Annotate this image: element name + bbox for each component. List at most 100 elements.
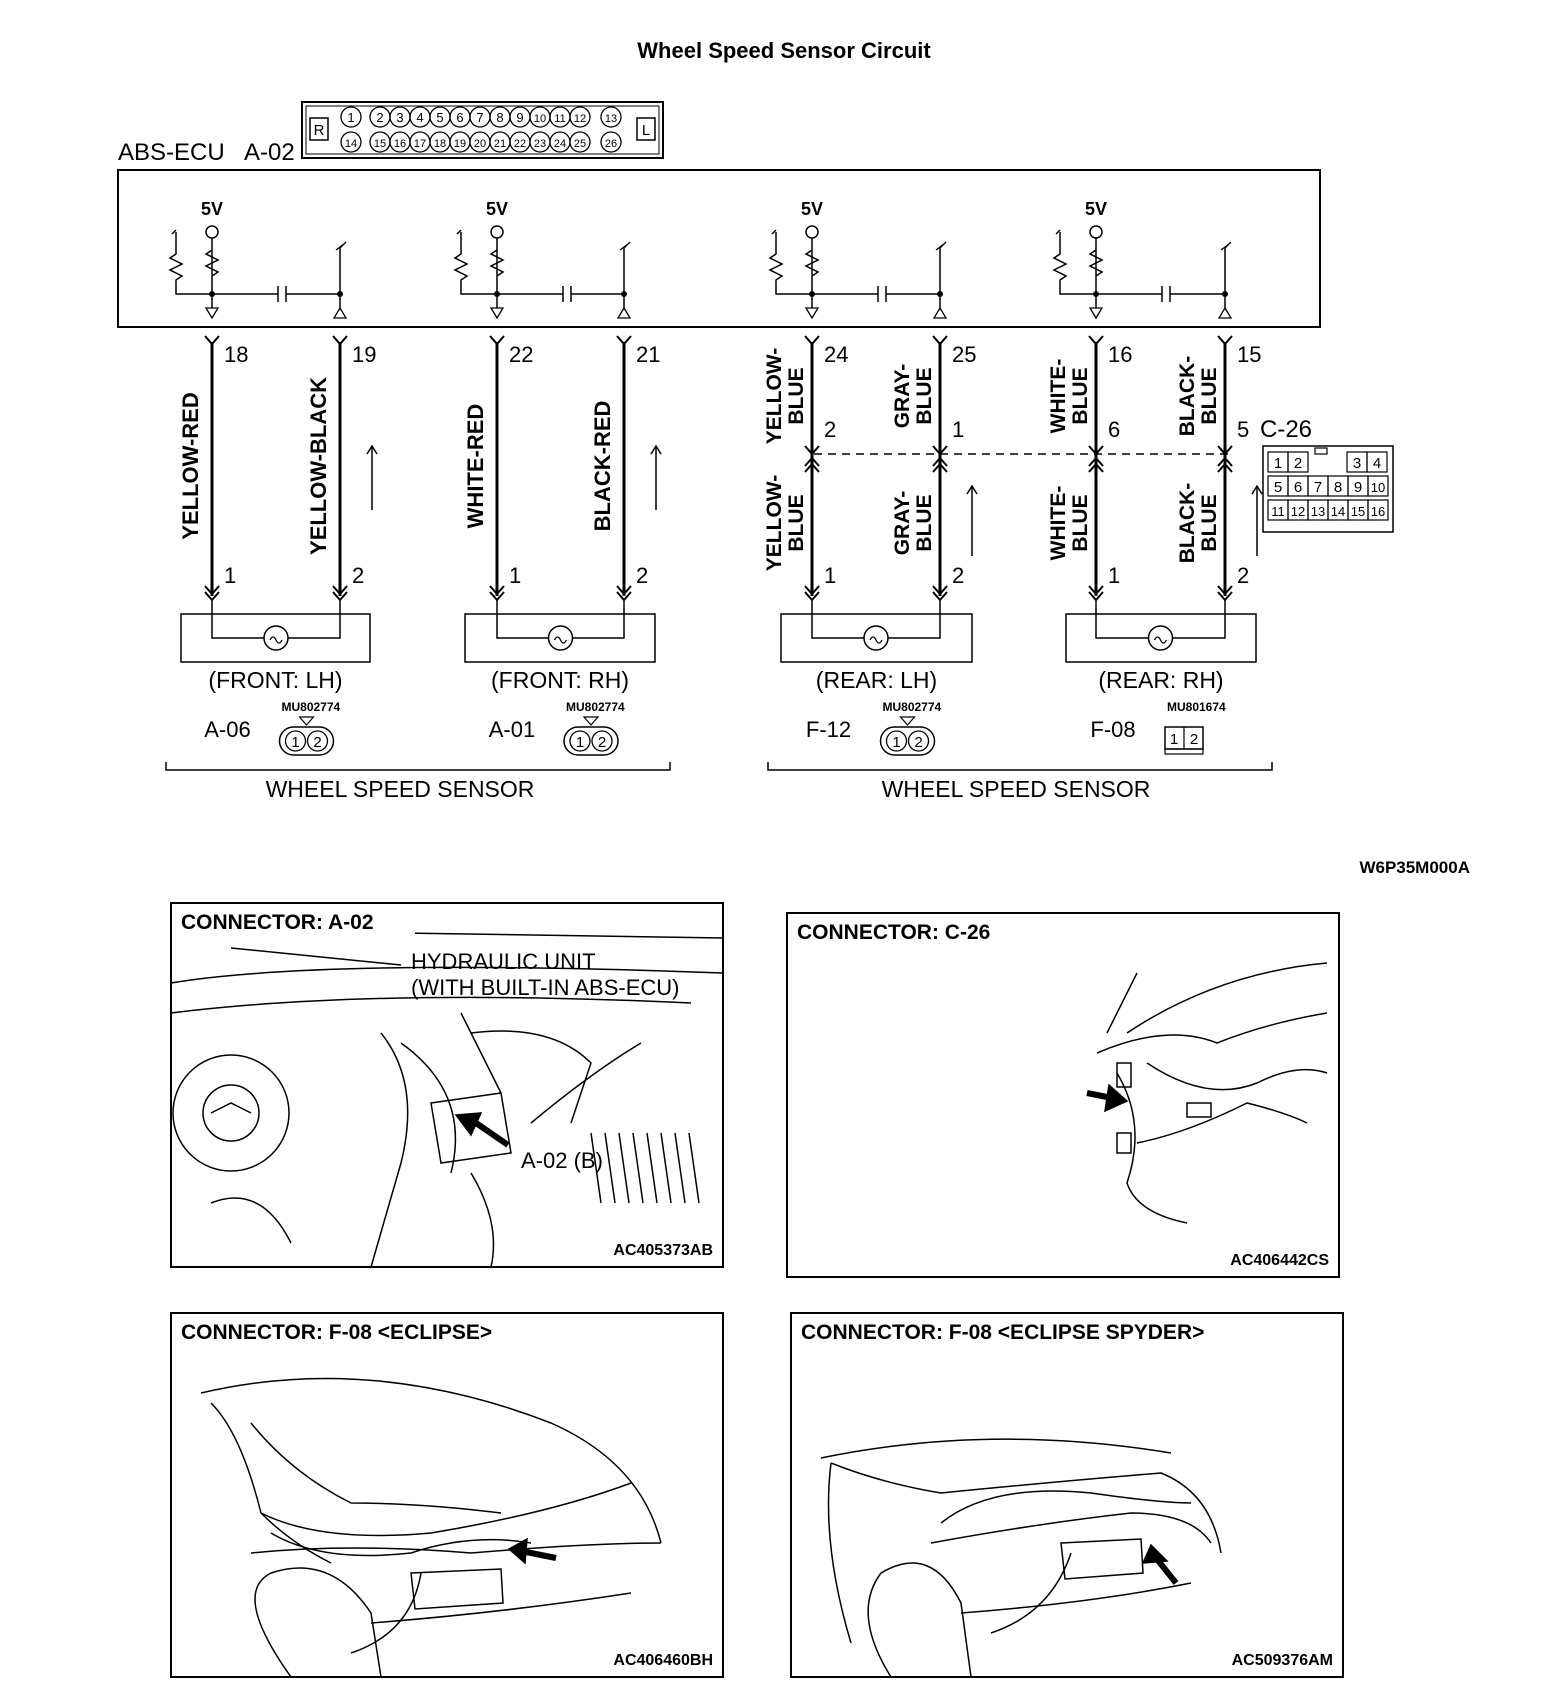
ecu-pin-number: 15 [1237,342,1261,367]
c26-pin-label: 11 [1271,504,1285,519]
c26-label: C-26 [1260,416,1312,443]
pointer-arrow-icon [474,1120,510,1148]
ecu-pin-number: 24 [824,342,848,367]
ecu-pin-label: 23 [534,138,546,150]
c26-pin: 13 [1307,499,1329,521]
wire-color-label: WHITE-RED [463,404,488,529]
c26-pin-number: 5 [1237,417,1249,442]
wire-color-label: GRAY-BLUE [891,491,936,556]
sensor-pin-number: 1 [1108,563,1120,588]
ecu-pin-number: 22 [509,342,533,367]
ecu-pin: 26 [600,131,622,153]
c26-pin-label: 4 [1373,455,1381,472]
ecu-pin: 14 [340,131,362,153]
wire-color-label: BLACK-RED [590,401,615,532]
sensor-location: (FRONT: LH) [208,667,342,693]
connector-pin-label: 2 [914,734,922,751]
c26-pin: 10 [1367,475,1389,497]
ecu-pin-label: 16 [394,138,406,150]
ecu-pin-number: 18 [224,342,248,367]
sensor-pin-number: 1 [224,563,236,588]
wire-color-label: BLACK-BLUE [1176,356,1221,436]
panel-title: CONNECTOR: F-08 <ECLIPSE> [181,1321,492,1344]
panel-callout: (WITH BUILT-IN ABS-ECU) [411,975,680,1000]
sensor-pin-number: 2 [952,563,964,588]
ecu-input-circuit: 5V [1052,199,1233,320]
wire-color-label: YELLOW-BLUE [763,475,808,571]
c26-pin: 8 [1327,475,1349,497]
c26-pin: 11 [1267,499,1289,521]
ecu-side-right: L [642,122,650,139]
c26-pin-label: 6 [1294,479,1302,496]
supply-voltage-label: 5V [201,199,223,219]
panel-pointer-label: A-02 (B) [521,1148,603,1173]
wheel-speed-sensor: (FRONT: RH) [464,600,656,693]
wire-color-label: YELLOW-BLACK [306,377,331,555]
panel-title: CONNECTOR: F-08 <ECLIPSE SPYDER> [801,1321,1204,1344]
sensor-location: (REAR: RH) [1098,667,1223,693]
c26-pin: 16 [1367,499,1389,521]
c26-pin [1314,447,1328,455]
ecu-pin-label: 21 [494,138,506,150]
sensor-part-number: MU802774 [883,700,942,714]
ecu-pin-label: 26 [605,138,617,150]
wheel-speed-sensor: (REAR: LH) [780,600,973,693]
vehicle-illustration [820,1438,1222,1678]
connector-pin-label: 2 [1190,731,1198,748]
ecu-pin-label: 6 [456,110,463,125]
sensor-connector-id: A-06 [204,717,250,742]
ecu-pin: 13 [600,106,622,128]
c26-pin-label: 15 [1351,504,1365,519]
connector-pin-label: 2 [313,734,321,751]
ecu-pin-label: 3 [396,110,403,125]
ecu-pin-label: 17 [414,138,426,150]
c26-pin-label: 8 [1334,479,1342,496]
sensor-connector-id: F-08 [1090,717,1135,742]
sensor-location: (REAR: LH) [816,667,937,693]
ecu-pin-label: 13 [605,113,617,125]
c26-pin: 12 [1287,499,1309,521]
c26-pin: 15 [1347,499,1369,521]
supply-voltage-label: 5V [486,199,508,219]
panel-figure-code: AC406442CS [1230,1252,1329,1269]
connector-pin-label: 1 [892,734,900,751]
ecu-label: ABS-ECU [118,139,225,166]
c26-pin: 2 [1287,451,1309,473]
ecu-pin: 1 [340,106,362,128]
ecu-pin-label: 5 [436,110,443,125]
ecu-pin-number: 19 [352,342,376,367]
ecu-pin: 25 [569,131,591,153]
sensor-group-label-front: WHEEL SPEED SENSOR [266,776,535,802]
sensor-coil-icon [547,625,574,651]
panel-title: CONNECTOR: C-26 [797,921,990,944]
vehicle-illustration [170,932,724,1268]
sensor-coil-icon [863,625,889,651]
ecu-pin-label: 20 [474,138,486,150]
ecu-pin-label: 1 [347,110,354,125]
sensor-part-number: MU802774 [282,700,341,714]
c26-pin-label: 7 [1314,479,1322,496]
connector-pin-label: 2 [598,734,606,751]
c26-pin-label: 12 [1291,504,1305,519]
wheel-speed-sensor: (FRONT: LH) [180,600,371,693]
sensor-pin-number: 1 [509,563,521,588]
ecu-pin-label: 18 [434,138,446,150]
connector-location-panel: CONNECTOR: F-08 <ECLIPSE>AC406460BH [170,1312,724,1678]
sensor-coil-icon [1147,625,1174,651]
c26-pin-number: 6 [1108,417,1120,442]
